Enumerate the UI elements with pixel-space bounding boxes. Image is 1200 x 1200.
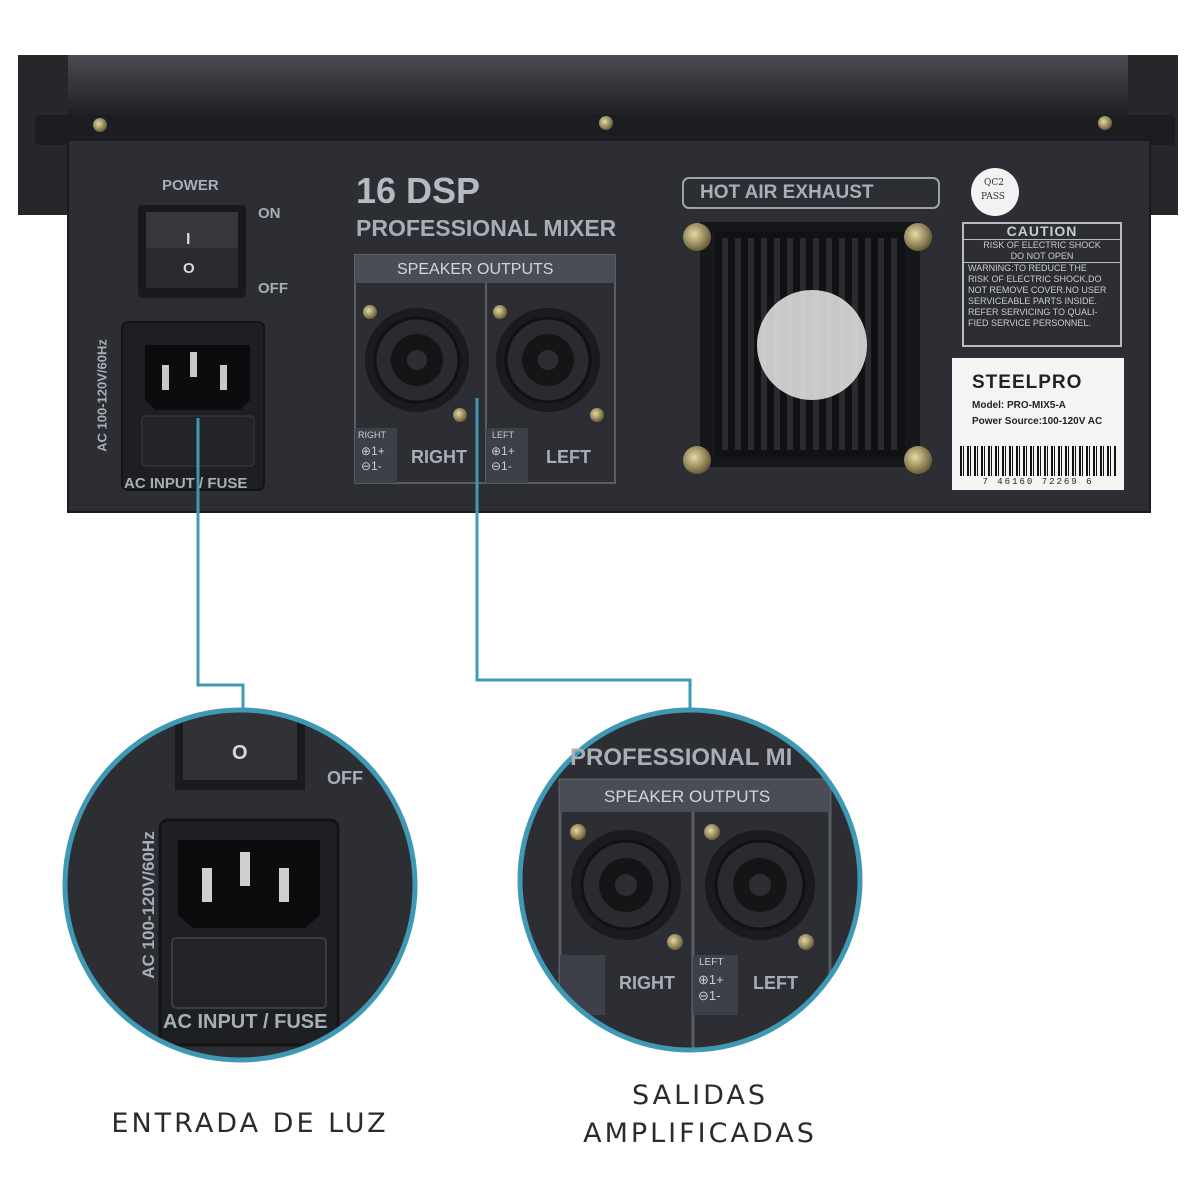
model-sticker: STEELPRO Model: PRO-MIX5-A Power Source:… xyxy=(952,358,1124,490)
zoom-left-small-label: LEFT xyxy=(699,957,724,968)
fan-grille-slat xyxy=(748,238,754,450)
warning-line: FIED SERVICE PERSONNEL. xyxy=(968,318,1091,328)
left-label: LEFT xyxy=(546,447,591,467)
fan-grille-slat xyxy=(891,238,897,450)
right-small-label: RIGHT xyxy=(358,430,386,440)
model-subtitle: PROFESSIONAL MIXER xyxy=(356,215,617,241)
speakon-left-connector xyxy=(493,305,604,422)
qc-sticker-line2: PASS xyxy=(981,192,1005,202)
switch-off-mark: O xyxy=(183,260,195,277)
warning-line: WARNING:TO REDUCE THE xyxy=(968,263,1087,273)
left-polarity-minus: ⊖1- xyxy=(491,459,512,473)
zoom-ac-input xyxy=(62,707,418,1063)
speaker-outputs-label: SPEAKER OUTPUTS xyxy=(397,261,554,278)
qc-pass-sticker xyxy=(971,168,1019,216)
barcode-number: 7 46160 72269 6 xyxy=(982,477,1094,487)
zoom-left-label: LEFT xyxy=(753,973,798,993)
zoom-right-label: RIGHT xyxy=(619,973,675,993)
speaker-outputs-panel xyxy=(354,254,616,484)
right-polarity-plus: ⊕1+ xyxy=(361,444,385,458)
chassis-screws xyxy=(93,116,1112,132)
speakon-right-connector xyxy=(363,305,469,422)
power-source: Power Source:100-120V AC xyxy=(972,416,1103,427)
ac-inlet xyxy=(121,321,265,491)
warning-line: NOT REMOVE COVER.NO USER xyxy=(968,285,1107,295)
right-polarity-minus: ⊖1- xyxy=(361,459,382,473)
voltage-label: AC 100-120V/60Hz xyxy=(94,339,110,452)
caution-line-2: DO NOT OPEN xyxy=(964,251,1120,263)
zoom-model-subtitle: PROFESSIONAL MI xyxy=(570,744,793,771)
warning-line: REFER SERVICING TO QUALI- xyxy=(968,307,1098,317)
zoom-left-polarity-minus: ⊖1- xyxy=(698,988,721,1003)
left-polarity-plus: ⊕1+ xyxy=(491,444,515,458)
model-title: 16 DSP xyxy=(356,170,481,211)
fan-grille-slat xyxy=(735,238,741,450)
switch-on-mark: I xyxy=(186,231,191,248)
caption-salidas: SALIDAS xyxy=(631,1080,769,1111)
zoom-ac-input-label: AC INPUT / FUSE xyxy=(163,1011,328,1033)
qc-sticker-line1: QC2 xyxy=(984,178,1004,188)
warning-line: SERVICEABLE PARTS INSIDE. xyxy=(968,296,1098,306)
hot-air-exhaust-label: HOT AIR EXHAUST xyxy=(700,182,874,203)
zoom-voltage-label: AC 100-120V/60Hz xyxy=(139,831,158,979)
callout-lines xyxy=(196,398,692,712)
zoom-switch-off-mark: O xyxy=(232,742,248,764)
power-label: POWER xyxy=(162,177,219,194)
left-small-label: LEFT xyxy=(492,430,515,440)
zoom-left-polarity-plus: ⊕1+ xyxy=(698,972,724,987)
model-number: Model: PRO-MIX5-A xyxy=(972,400,1066,411)
fan-grille-slat xyxy=(865,238,871,450)
caution-label: CAUTION RISK OF ELECTRIC SHOCK DO NOT OP… xyxy=(962,222,1122,347)
barcode xyxy=(960,446,1116,476)
brand-name: STEELPRO xyxy=(972,372,1083,393)
right-label: RIGHT xyxy=(411,447,467,467)
caution-title: CAUTION xyxy=(964,224,1120,240)
zoom-speaker-outputs xyxy=(517,707,863,1053)
power-switch[interactable] xyxy=(138,205,246,298)
caption-entrada-de-luz: ENTRADA DE LUZ xyxy=(111,1108,389,1139)
zoom-speaker-outputs-label: SPEAKER OUTPUTS xyxy=(604,787,771,806)
on-label: ON xyxy=(258,205,281,222)
ac-input-label: AC INPUT / FUSE xyxy=(124,475,248,492)
zoom-off-label: OFF xyxy=(327,768,363,788)
fan-grille-slat xyxy=(878,238,884,450)
warning-line: RISK OF ELECTRIC SHOCK,DO xyxy=(968,274,1102,284)
fan-grille-slat xyxy=(722,238,728,450)
exhaust-fan xyxy=(682,177,940,474)
off-label: OFF xyxy=(258,280,288,297)
caption-amplificadas: AMPLIFICADAS xyxy=(583,1118,817,1149)
caution-line-1: RISK OF ELECTRIC SHOCK xyxy=(983,240,1101,250)
